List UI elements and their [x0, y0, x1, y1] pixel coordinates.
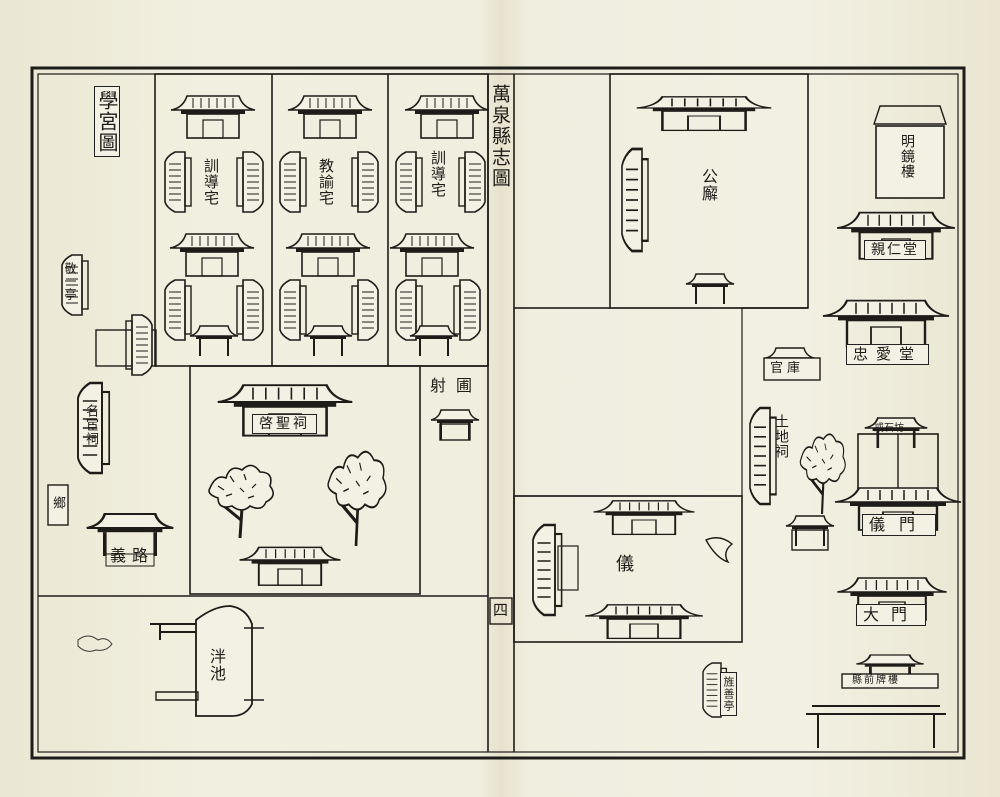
center-hall-label: 儀	[616, 554, 634, 575]
grand-gate-label: 縣前牌樓	[852, 675, 900, 686]
hall-1-label: 親仁堂	[864, 240, 926, 260]
side-building-label-low: 鄉	[50, 496, 65, 510]
archway-label: 戒石坊	[874, 423, 904, 434]
hall-2-label: 忠愛堂	[846, 344, 930, 365]
page-number: 四	[493, 601, 509, 619]
storehouse-label: 官庫	[770, 361, 805, 376]
residence-label-3: 訓導宅	[429, 150, 447, 198]
top-tower-label: 明鏡樓	[899, 134, 915, 179]
side-hall-label: 土地祠	[773, 414, 789, 459]
archery-label: 射圃	[430, 376, 483, 395]
public-office-label: 公廨	[699, 168, 718, 202]
book-title: 萬泉縣志圖	[489, 84, 511, 189]
residence-label-1: 訓導宅	[202, 158, 220, 206]
main-gate-label: 大門	[856, 604, 927, 626]
bottom-gate-label: 泮池	[207, 648, 226, 682]
lower-right-pavilion-label: 旌善亭	[720, 672, 737, 716]
school-palace-title: 學宮圖	[94, 86, 120, 157]
ceremonial-gate-label: 儀門	[862, 514, 937, 536]
side-building-label-top: 敬一亭	[63, 262, 77, 301]
side-building-label-mid: 名宦祠	[83, 404, 98, 446]
residence-label-2: 教諭宅	[317, 158, 335, 206]
temple-label: 啓聖祠	[252, 414, 317, 434]
gate-arch-label: 義路	[110, 546, 155, 565]
